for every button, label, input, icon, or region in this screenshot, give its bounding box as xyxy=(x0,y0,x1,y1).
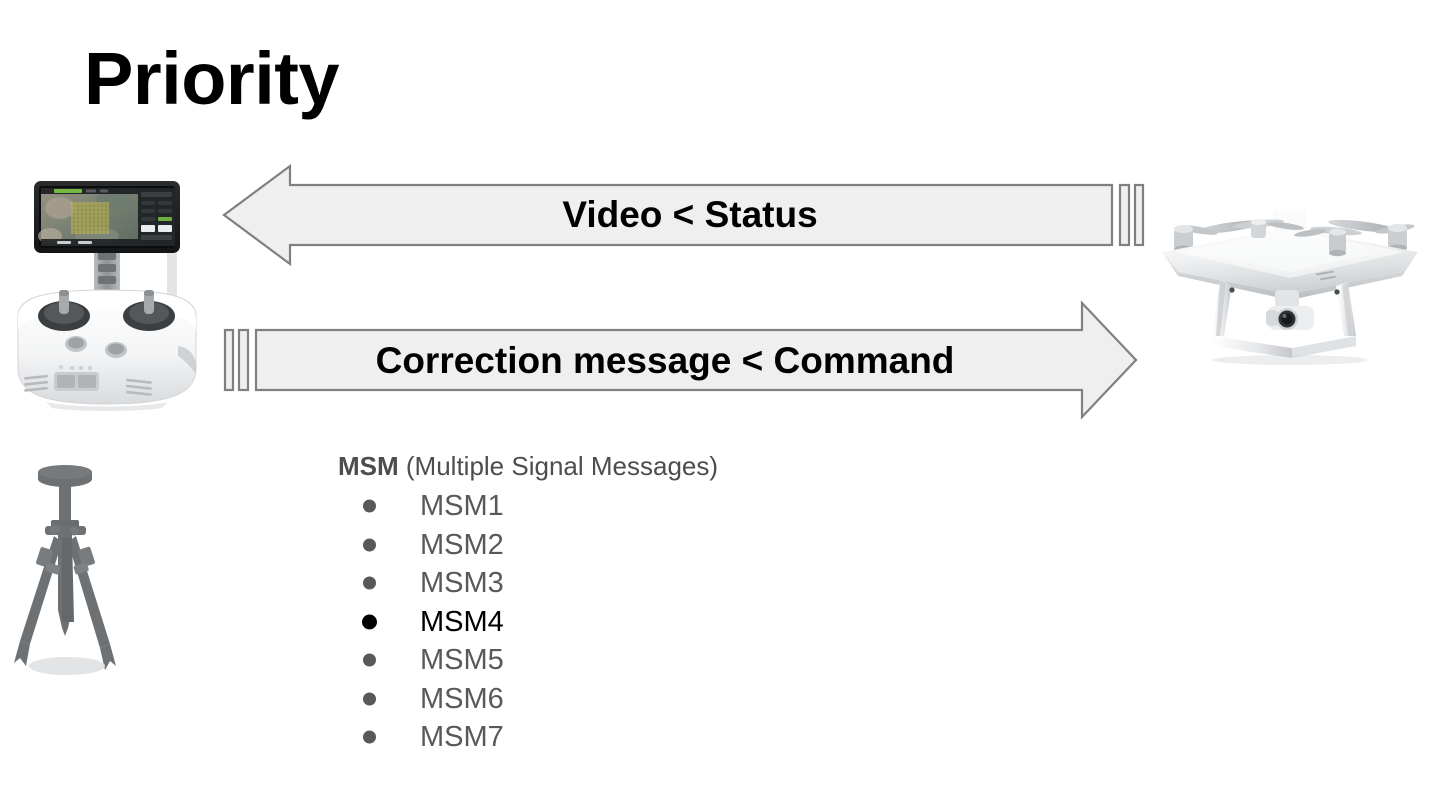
msm-heading: MSM (Multiple Signal Messages) xyxy=(338,449,958,483)
bullet-icon xyxy=(362,614,377,630)
arrow-video-status-label: Video < Status xyxy=(562,194,818,235)
arrow-correction-command-label: Correction message < Command xyxy=(375,340,955,381)
gimbal-camera xyxy=(1266,290,1314,330)
list-item-label: MSM7 xyxy=(420,721,504,753)
msm-heading-abbrev: MSM xyxy=(338,451,399,481)
list-item[interactable]: MSM6 xyxy=(338,680,958,719)
list-item-label: MSM6 xyxy=(420,682,504,715)
drone-body xyxy=(1162,228,1418,300)
list-item-label: MSM3 xyxy=(420,567,504,599)
bullet-icon xyxy=(363,730,376,744)
list-item-emphasized[interactable]: MSM4 xyxy=(338,603,958,642)
drone-image xyxy=(1140,186,1440,366)
bullet-icon xyxy=(363,653,376,667)
landing-gear xyxy=(1212,280,1356,358)
list-item-label: MSM1 xyxy=(420,490,504,522)
list-item-label: MSM4 xyxy=(420,605,504,638)
list-item-label: MSM2 xyxy=(420,528,504,561)
list-item[interactable]: MSM3 xyxy=(338,564,958,603)
motor-rear-left xyxy=(1174,225,1193,253)
list-item[interactable]: MSM7 xyxy=(338,718,958,757)
tripod-silhouette xyxy=(14,465,116,670)
list-item[interactable]: MSM5 xyxy=(338,641,958,680)
remote-controller-image xyxy=(2,168,212,416)
msm-heading-expansion: (Multiple Signal Messages) xyxy=(398,451,719,481)
survey-grid-overlay xyxy=(71,202,109,234)
tablet-screen xyxy=(34,181,180,253)
bullet-icon xyxy=(363,538,376,552)
arrow-video-status-tail-stripe-1 xyxy=(1118,183,1131,247)
body-vents xyxy=(1316,270,1336,281)
arrow-correction-command-tail-stripe-1 xyxy=(223,328,235,392)
list-item[interactable]: MSM1 xyxy=(338,487,958,526)
bullet-icon xyxy=(363,499,376,513)
msm-block: MSM (Multiple Signal Messages) MSM1 MSM2… xyxy=(338,449,958,757)
page-title: Priority xyxy=(84,37,340,120)
gnss-tripod-image xyxy=(2,452,152,692)
arrow-correction-command-tail-stripe-2 xyxy=(237,328,250,392)
msm-list: MSM1 MSM2 MSM3 MSM4 MSM5 MSM6 xyxy=(338,487,958,757)
list-item-label: MSM5 xyxy=(420,644,504,676)
bullet-icon xyxy=(363,692,376,706)
bullet-icon xyxy=(363,576,376,590)
motor-front-left xyxy=(1251,218,1266,238)
motor-front-right xyxy=(1329,228,1346,257)
list-item[interactable]: MSM2 xyxy=(338,526,958,565)
controller-body xyxy=(17,289,197,411)
tripod-shadow xyxy=(29,657,105,675)
